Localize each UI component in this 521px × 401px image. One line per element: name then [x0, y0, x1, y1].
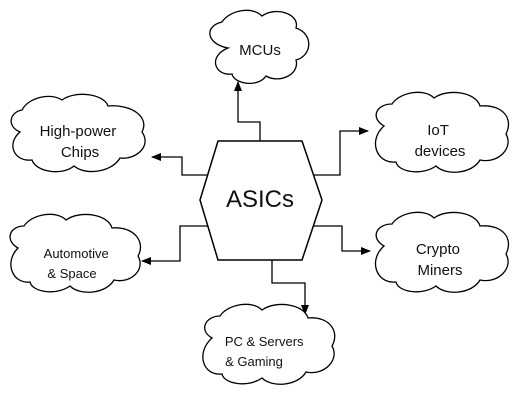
node-label-line: Chips [61, 144, 99, 161]
hexagon-shape [199, 140, 323, 261]
node-label: MCUs [239, 42, 281, 59]
node-label-line: Miners [417, 262, 462, 279]
connector-iot [302, 127, 369, 176]
cloud-pc-servers: PC & Servers & Gaming [202, 303, 336, 385]
node-label: IoT devices [415, 122, 466, 160]
cloud-crypto: Crypto Miners [374, 211, 510, 293]
node-label-line: MCUs [239, 42, 281, 59]
asics-hexagon: ASICs [199, 140, 323, 261]
cloud-shape [10, 93, 146, 173]
node-label: PC & Servers & Gaming [225, 334, 307, 369]
node-label: Crypto Miners [416, 241, 464, 279]
cloud-shape [374, 91, 510, 173]
connector-mcus [234, 81, 261, 141]
node-label-line: & Space [47, 266, 96, 281]
connector-automotive [141, 225, 218, 265]
cloud-shape [202, 303, 336, 385]
connector-crypto [302, 225, 371, 255]
cloud-shape [209, 9, 310, 84]
connectors [141, 81, 371, 315]
cloud-shape [374, 211, 510, 293]
cloud-mcus: MCUs [209, 9, 310, 84]
cloud-iot: IoT devices [374, 91, 510, 173]
connector-pc-servers [271, 260, 309, 315]
cloud-high-power: High-power Chips [10, 93, 146, 173]
node-label-line: High-power [40, 123, 117, 140]
cloud-shape [9, 213, 142, 293]
node-label-line: Crypto [416, 241, 460, 258]
node-label: High-power Chips [40, 123, 121, 161]
node-label: Automotive & Space [44, 246, 113, 281]
node-label-line: PC & Servers [225, 334, 304, 349]
node-label-line: devices [415, 143, 466, 160]
node-label-line: IoT [427, 122, 449, 139]
connector-high-power [151, 153, 218, 176]
cloud-automotive: Automotive & Space [9, 213, 142, 293]
node-label-line: Automotive [44, 246, 109, 261]
center-label: ASICs [226, 186, 294, 213]
node-label-line: & Gaming [225, 354, 283, 369]
